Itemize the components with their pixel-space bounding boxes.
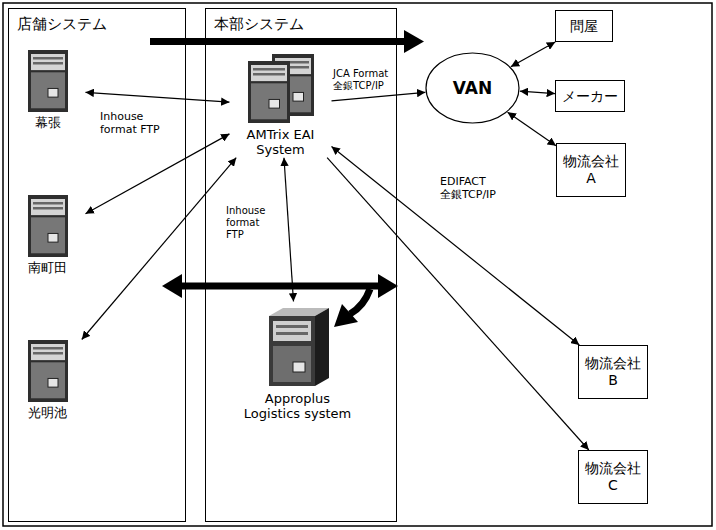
icon-part [31,199,65,215]
icon-part [31,54,65,70]
icon-part [293,362,305,372]
server-drawing [28,50,68,112]
icon-part [33,57,63,60]
icon-part [33,347,63,350]
icon-part [276,332,308,335]
icon-part [33,207,63,210]
node-label: 南町田 [10,257,86,276]
icon-part [269,99,280,108]
server-case [248,61,290,123]
node-label: Approplus Logistics system [236,388,360,422]
connector-label: EDIFACT 全銀TCP/IP [440,175,522,201]
icon-part [293,92,304,101]
server-icon [246,54,316,124]
flow-arrow-head [378,274,398,298]
icon-part [31,362,65,398]
icon-part [276,325,308,328]
server-icon [263,302,333,388]
icon-part [33,202,63,205]
node-label: メーカー [560,88,620,105]
server-drawing [28,195,68,257]
icon-part [31,72,65,108]
server-node: Approplus Logistics system [236,302,360,422]
icon-part [33,62,63,65]
connector-label-box: Inhouse format FTP [100,110,180,137]
panel-heading: 本部システム [206,9,396,33]
connector [284,158,294,302]
flow-arrow-head [334,304,358,327]
partner-box: 物流会社 C [578,450,648,504]
icon-part [251,83,287,119]
connector-label-box: EDIFACT 全銀TCP/IP [440,175,522,202]
connector-label: JCA Format 全銀TCP/IP [333,68,395,92]
server-icon [28,195,68,257]
flow-arrow-head [404,30,424,53]
system-panel: 店舗システム幕張南町田光明池 [8,8,186,522]
node-label: 幕張 [10,112,86,131]
node-label: 物流会社 C [583,460,643,494]
flow-arrow-head [162,274,182,298]
partner-box: 物流会社 B [578,345,648,399]
server-case [28,340,68,402]
ellipse-shape [426,53,519,123]
flow-arrow-shaft [150,38,404,45]
icon-part [251,65,287,81]
network-ellipse: VAN [425,52,520,124]
server-node: AMTrix EAI System [230,54,332,158]
server-drawing [248,54,314,123]
connector [511,42,555,67]
partner-box: 物流会社 A [556,143,626,197]
node-label: 物流会社 B [583,355,643,389]
partner-box: 問屋 [555,10,613,42]
connector-label-box: Inhouse format FTP [226,205,274,242]
outer-frame [3,3,712,526]
icon-part [31,344,65,360]
server-icon [28,50,68,112]
panel-heading: 店舗システム [9,9,185,33]
flow-arrow-shaft [182,283,378,290]
icon-part [48,233,58,242]
server-drawing [28,340,68,402]
connector [332,146,580,345]
icon-part [253,68,285,71]
server-case [28,195,68,257]
icon-part [315,308,329,386]
server-node: 幕張 [10,50,86,131]
icon-part [48,88,58,97]
icon-part [253,73,285,76]
server-icon [28,340,68,402]
server-case [269,316,315,386]
flow-arrow-branch [350,289,370,314]
icon-part [48,378,58,387]
icon-part [273,346,311,382]
icon-part [31,217,65,253]
connector-label-box: JCA Format 全銀TCP/IP [333,68,395,93]
connector [332,92,426,101]
partner-box: メーカー [555,80,625,112]
connector-label: Inhouse format FTP [100,110,180,136]
node-label: VAN [453,78,492,98]
connector [82,158,236,340]
icon-part [33,352,63,355]
node-label: 光明池 [10,402,86,421]
connector [86,92,230,102]
server-node: 光明池 [10,340,86,421]
connector [86,134,230,214]
connector [508,112,556,146]
connector [520,91,555,93]
node-label: AMTrix EAI System [230,124,332,158]
node-label: 物流会社 A [561,153,621,187]
node-label: 問屋 [560,18,608,35]
connector-label: Inhouse format FTP [226,205,274,241]
server-drawing [269,308,329,386]
icon-part [273,321,311,341]
connector [327,158,589,450]
server-node: 南町田 [10,195,86,276]
server-case [28,50,68,112]
